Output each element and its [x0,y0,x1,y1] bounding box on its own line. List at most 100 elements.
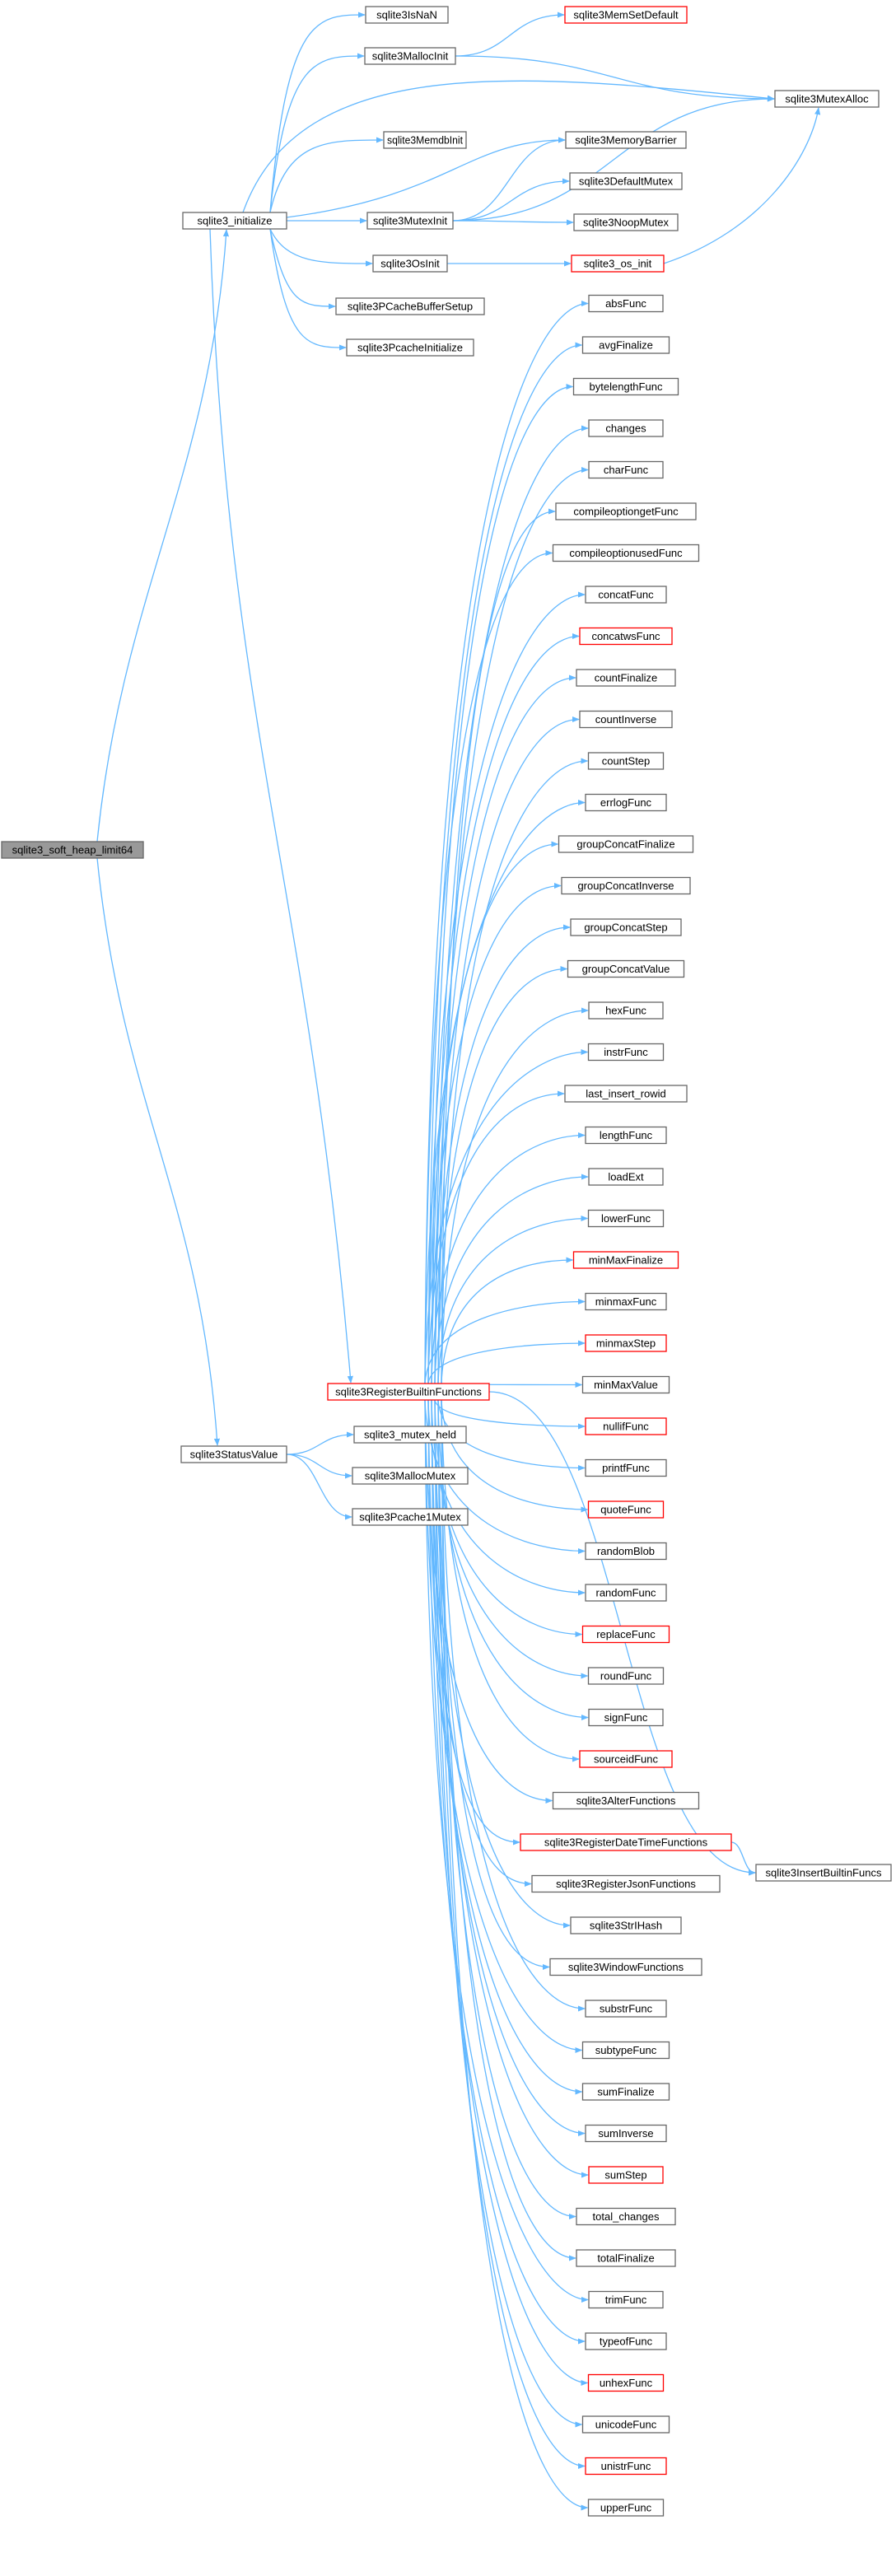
node-label: sqlite3StrIHash [590,1920,662,1932]
node-bf12[interactable]: errlogFunc [585,793,667,812]
node-mallocInit[interactable]: sqlite3MallocInit [364,47,456,65]
node-box [588,2166,664,2184]
node-box [585,1334,667,1352]
node-bf33[interactable]: roundFunc [587,1667,665,1685]
node-bf44[interactable]: sumInverse [585,2124,667,2143]
node-bf39[interactable]: sqlite3StrIHash [570,1916,682,1934]
edge-registerBuiltin-upperFunc [441,1399,589,2511]
node-mallocMutex[interactable]: sqlite3MallocMutex [352,1467,469,1485]
node-label: sqlite3MutexInit [373,215,448,227]
node-label: sqlite3MutexAlloc [785,93,869,105]
node-bf13[interactable]: groupConcatFinalize [558,835,694,853]
node-bf52[interactable]: unistrFunc [585,2457,667,2476]
node-bf30[interactable]: randomBlob [585,1542,667,1561]
node-bf10[interactable]: countInverse [579,710,673,729]
node-bf48[interactable]: trimFunc [588,2290,664,2309]
node-box [564,6,688,24]
node-bf27[interactable]: nullifFunc [585,1417,667,1435]
node-pcacheBufferSetup[interactable]: sqlite3PCacheBufferSetup [335,297,485,315]
node-mutexHeld[interactable]: sqlite3_mutex_held [353,1426,467,1444]
node-bf47[interactable]: totalFinalize [576,2249,676,2267]
node-pcache1Mutex[interactable]: sqlite3Pcache1Mutex [352,1508,469,1526]
node-bf6[interactable]: compileoptionusedFunc [552,544,700,562]
node-registerBuiltin[interactable]: sqlite3RegisterBuiltinFunctions [327,1383,490,1401]
edge-registerBuiltin-minmaxFunc [424,1298,586,1384]
node-bf36[interactable]: sqlite3AlterFunctions [552,1791,700,1810]
node-box [588,2290,664,2309]
edge-registerBuiltin-signFunc [437,1399,589,1721]
node-mutexAlloc[interactable]: sqlite3MutexAlloc [774,90,880,108]
node-bf53[interactable]: upperFunc [587,2499,665,2517]
node-bf42[interactable]: subtypeFunc [581,2041,670,2060]
node-bf29[interactable]: quoteFunc [587,1500,665,1519]
node-bf43[interactable]: sumFinalize [581,2083,670,2101]
node-label: sqlite3PCacheBufferSetup [348,301,473,313]
node-root[interactable]: sqlite3_soft_heap_limit64 [1,841,144,859]
node-defaultMutex[interactable]: sqlite3DefaultMutex [569,172,683,190]
node-bf41[interactable]: substrFunc [585,2000,667,2018]
node-bf40[interactable]: sqlite3WindowFunctions [549,1958,702,1976]
node-bf49[interactable]: typeofFunc [585,2332,667,2350]
edge-registerDateTime-insertBuiltinFuncs [730,1841,756,1876]
node-bf3[interactable]: changes [588,419,664,437]
node-insertBuiltinFuncs[interactable]: sqlite3InsertBuiltinFuncs [755,1864,892,1882]
node-bf2[interactable]: bytelengthFunc [572,377,679,396]
edge-initialize-registerBuiltin [209,228,353,1384]
node-isNaN[interactable]: sqlite3IsNaN [365,6,449,24]
node-bf46[interactable]: total_changes [576,2207,676,2226]
node-osInitApi[interactable]: sqlite3_os_init [571,254,665,273]
node-bf17[interactable]: hexFunc [588,1001,664,1020]
node-bf26[interactable]: minMaxValue [581,1375,670,1394]
node-box [587,752,665,770]
node-bf24[interactable]: minmaxFunc [585,1292,667,1311]
node-bf32[interactable]: replaceFunc [581,1625,670,1644]
node-bf1[interactable]: avgFinalize [581,336,670,354]
node-bf4[interactable]: charFunc [588,460,664,479]
node-bf11[interactable]: countStep [587,752,665,770]
node-memSetDefault[interactable]: sqlite3MemSetDefault [564,6,688,24]
node-box [555,502,697,520]
edge-initialize-pcacheBufferSetup [269,228,336,310]
node-bf34[interactable]: signFunc [588,1708,664,1727]
node-box [581,2083,670,2101]
node-bf31[interactable]: randomFunc [585,1584,667,1602]
node-bf38[interactable]: sqlite3RegisterJsonFunctions [531,1874,721,1893]
node-bf21[interactable]: loadExt [588,1168,664,1186]
edge-registerBuiltin-bytelengthFunc [431,383,574,1384]
node-osInit[interactable]: sqlite3OsInit [372,254,448,273]
node-bf23[interactable]: minMaxFinalize [572,1251,679,1269]
node-bf22[interactable]: lowerFunc [587,1209,665,1228]
node-bf18[interactable]: instrFunc [587,1043,665,1062]
edge-registerBuiltin-groupConcatValue [437,965,568,1384]
node-bf45[interactable]: sumStep [588,2166,664,2184]
node-bf7[interactable]: concatFunc [585,586,667,604]
node-initialize[interactable]: sqlite3_initialize [182,212,287,230]
node-box [346,338,474,357]
node-bf8[interactable]: concatwsFunc [579,627,673,646]
node-bf5[interactable]: compileoptiongetFunc [555,502,697,520]
node-bf14[interactable]: groupConcatInverse [561,876,691,895]
node-bf9[interactable]: countFinalize [576,669,676,687]
node-bf35[interactable]: sourceidFunc [579,1750,673,1768]
node-label: groupConcatValue [582,963,670,975]
node-memoryBarrier[interactable]: sqlite3MemoryBarrier [565,131,687,149]
node-box [588,294,664,313]
node-bf16[interactable]: groupConcatValue [567,959,685,978]
node-noopMutex[interactable]: sqlite3NoopMutex [573,213,679,231]
edge-registerBuiltin-groupConcatFinalize [427,841,559,1384]
node-bf0[interactable]: absFunc [588,294,664,313]
node-bf15[interactable]: groupConcatStep [570,918,682,936]
node-bf19[interactable]: last_insert_rowid [564,1085,688,1103]
node-statusValue[interactable]: sqlite3StatusValue [180,1445,287,1463]
node-label: minMaxValue [594,1379,658,1391]
node-bf20[interactable]: lengthFunc [585,1126,667,1145]
node-pcacheInitialize[interactable]: sqlite3PcacheInitialize [346,338,474,357]
node-mutexInit[interactable]: sqlite3MutexInit [366,212,454,230]
node-bf50[interactable]: unhexFunc [587,2373,665,2392]
node-bf51[interactable]: unicodeFunc [581,2415,670,2434]
node-bf37[interactable]: sqlite3RegisterDateTimeFunctions [520,1833,732,1851]
node-memdbInit[interactable]: sqlite3MemdbInit [383,131,467,149]
node-box [180,1445,287,1463]
node-bf28[interactable]: printfFunc [585,1458,667,1477]
node-bf25[interactable]: minmaxStep [585,1334,667,1352]
